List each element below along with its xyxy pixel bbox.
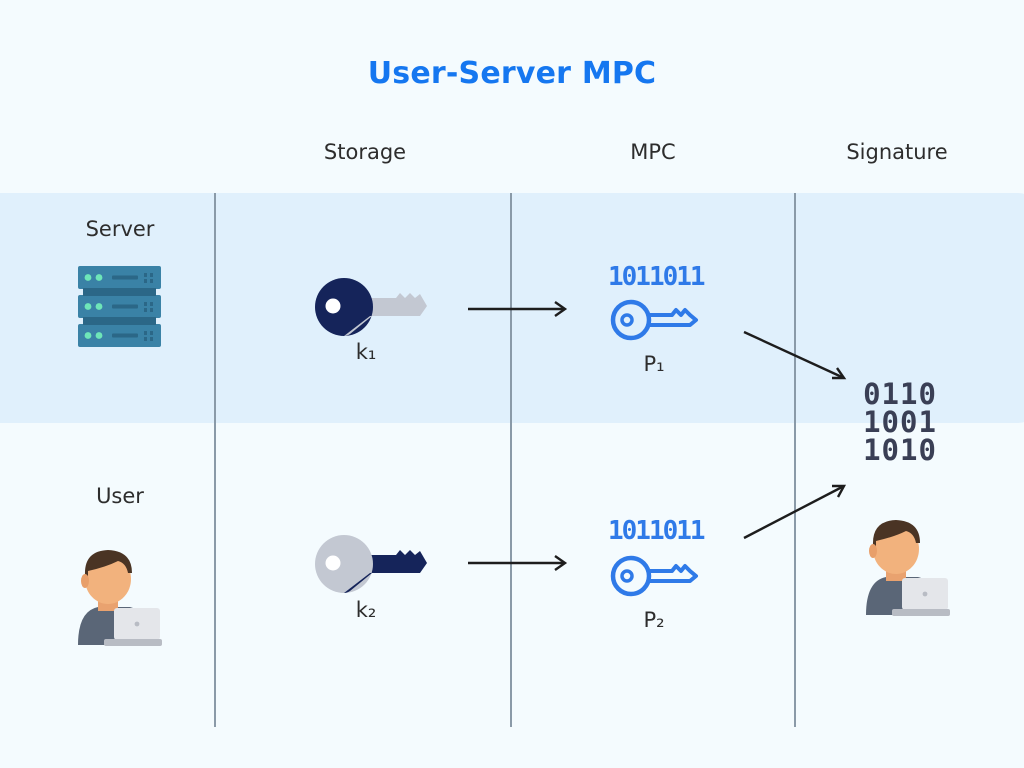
- signature-binary: 0110 1001 1010: [852, 377, 948, 467]
- row-header-server: Server: [85, 217, 155, 241]
- mpc-key-icon: [610, 554, 700, 598]
- server-key-label: k₁: [355, 340, 377, 364]
- column-header-mpc: MPC: [630, 140, 676, 164]
- server-key-icon: [314, 278, 428, 338]
- arrow-up-right-icon: [740, 480, 852, 544]
- user-mpc-label: P₂: [643, 608, 665, 632]
- server-icon: [78, 266, 162, 350]
- mpc-binary-bottom: 1011011: [608, 516, 706, 546]
- signature-binary-line: 1010: [863, 433, 937, 467]
- arrow-down-right-icon: [740, 326, 852, 386]
- signature-binary-line: 1001: [863, 405, 937, 439]
- arrow-right-icon: [466, 553, 570, 573]
- signature-binary-line: 0110: [863, 377, 937, 411]
- user-with-laptop-icon: [74, 545, 166, 649]
- server-mpc-label: P₁: [643, 352, 665, 376]
- row-header-user: User: [96, 484, 144, 508]
- user-with-laptop-icon: [862, 515, 954, 619]
- user-key-icon: [314, 535, 428, 595]
- diagram-title: User-Server MPC: [367, 56, 657, 91]
- mpc-binary-top: 1011011: [608, 262, 706, 292]
- arrow-right-icon: [466, 299, 570, 319]
- column-header-storage: Storage: [323, 140, 407, 164]
- column-header-signature: Signature: [846, 140, 948, 164]
- column-divider-storage: [214, 193, 216, 727]
- user-key-label: k₂: [355, 598, 377, 622]
- column-divider-mpc: [510, 193, 512, 727]
- mpc-key-icon: [610, 298, 700, 342]
- column-divider-signature: [794, 193, 796, 727]
